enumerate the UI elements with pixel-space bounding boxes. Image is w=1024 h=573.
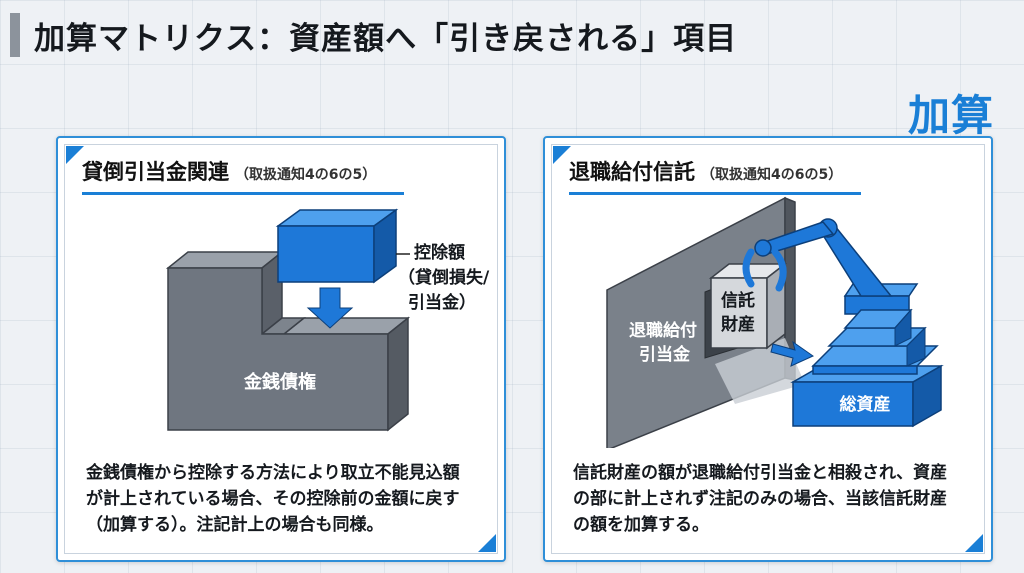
description-line: 金銭債権から控除する方法により取立不能見込額 xyxy=(86,463,460,483)
description-line: （加算する）。注記計上の場合も同様。 xyxy=(86,515,384,535)
receivable-block-side xyxy=(387,316,409,432)
description-line: 信託財産の額が退職給付引当金と相殺され、資産 xyxy=(573,463,948,483)
retirement-trust-illustration: 退職給付 引当金 信託 財産 xyxy=(606,196,944,448)
reserve-label-line-2: 引当金 xyxy=(639,344,691,365)
panel-frame xyxy=(64,144,498,554)
right-arrow-icon xyxy=(770,340,815,367)
deduction-cube-side xyxy=(373,208,397,284)
trust-box-label-line-1: 信託 xyxy=(721,290,755,311)
description-line: が計上されている場合、その控除前の金額に戻す xyxy=(86,489,460,509)
panel-heading-title: 退職給付信託 xyxy=(569,160,695,184)
corner-accent-top-left xyxy=(553,146,571,164)
reserve-label: 退職給付 引当金 xyxy=(629,320,703,365)
reserve-label-line-1: 退職給付 xyxy=(629,320,697,341)
trust-box-label-line-2: 財産 xyxy=(720,314,755,335)
deduction-cube-front xyxy=(277,225,375,283)
corner-accent-bottom-right xyxy=(478,534,496,552)
panel-heading-title: 貸倒引当金関連 xyxy=(82,160,229,184)
deduction-label-line-1: 控除額 xyxy=(414,242,465,263)
category-badge: 加算 xyxy=(907,91,994,140)
panel-frame xyxy=(551,144,985,554)
description-line: の額を加算する。 xyxy=(573,515,709,535)
panel-heading: 退職給付信託 （取扱通知4の6の5） xyxy=(569,156,861,195)
total-assets-label: 総資産 xyxy=(840,394,891,415)
panel-description: 信託財産の額が退職給付引当金と相殺され、資産 の部に計上されず注記のみの場合、当… xyxy=(573,460,967,538)
receivable-label: 金銭債権 xyxy=(243,371,316,393)
corner-accent-bottom-right xyxy=(965,534,983,552)
description-line: の部に計上されず注記のみの場合、当該信託財産 xyxy=(573,489,947,509)
panel-heading: 貸倒引当金関連 （取扱通知4の6の5） xyxy=(82,156,404,195)
deduction-label-line-2: （貸倒損失/ xyxy=(398,267,490,288)
page-title: 加算マトリクス：資産額へ「引き戻される」項目 xyxy=(34,20,738,57)
trust-box-label: 信託 財産 xyxy=(720,290,761,335)
panel-heading-ref: （取扱通知4の6の5） xyxy=(235,167,377,183)
corner-accent-top-left xyxy=(66,146,84,164)
total-assets-pyramid xyxy=(790,308,944,428)
trust-box-front xyxy=(710,277,768,349)
title-accent-bar xyxy=(10,13,20,57)
robot-arm-icon xyxy=(742,218,919,315)
panel-description: 金銭債権から控除する方法により取立不能見込額 が計上されている場合、その控除前の… xyxy=(86,460,480,538)
down-arrow-icon xyxy=(306,287,354,329)
panel-retirement-trust: 退職給付信託（取扱通知4の6の5） 退職給付 引当金 信託 財産 xyxy=(543,136,993,562)
panel-allowance: 貸倒引当金関連（取扱通知4の6の5） 金銭債権 控除額 （貸倒損失/ 引当金） … xyxy=(56,136,506,562)
deduction-label: 控除額 （貸倒損失/ 引当金） xyxy=(398,242,495,313)
deduction-label-line-3: 引当金） xyxy=(408,292,476,313)
title-bar: 加算マトリクス：資産額へ「引き戻される」項目 xyxy=(10,12,770,58)
panel-heading-ref: （取扱通知4の6の5） xyxy=(701,167,843,183)
receivable-block-notch-top xyxy=(281,317,411,335)
allowance-illustration: 金銭債権 控除額 （貸倒損失/ 引当金） xyxy=(165,208,495,432)
